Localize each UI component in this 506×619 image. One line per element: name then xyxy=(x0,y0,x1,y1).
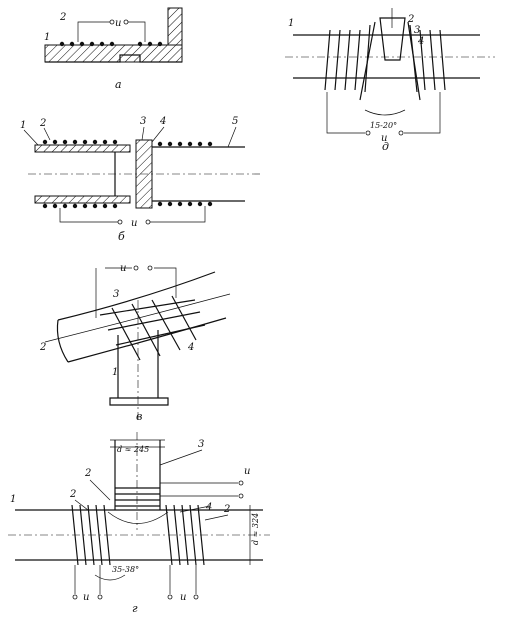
label-b-3: 3 xyxy=(140,116,146,127)
caption-g: г xyxy=(132,602,138,615)
coil-g-left xyxy=(71,504,111,566)
coil-b xyxy=(42,139,213,209)
angle-label-d: 15-20° xyxy=(370,121,397,130)
label-g-2b: 2 xyxy=(69,489,76,500)
voltage-label-a: u xyxy=(115,18,121,29)
caption-v: в xyxy=(136,410,142,423)
label-b-2: 2 xyxy=(39,118,46,129)
diagram-a: u 1 2 а xyxy=(44,7,183,91)
coil-d xyxy=(324,21,446,101)
diagram-b: u 1 2 3 4 5 б xyxy=(20,116,262,243)
label-g-3: 3 xyxy=(198,439,204,450)
voltage-label-g-right: u xyxy=(180,592,186,603)
label-d-2: 2 xyxy=(407,14,414,25)
label-g-2c: 2 xyxy=(223,504,230,515)
label-b-5: 5 xyxy=(232,116,238,127)
label-v-4: 4 xyxy=(187,342,194,353)
caption-b: б xyxy=(118,230,125,243)
label-g-1: 1 xyxy=(10,494,16,505)
angle-label-g: 35-38° xyxy=(112,565,139,574)
label-v-1: 1 xyxy=(112,367,118,378)
voltage-label-b: u xyxy=(131,218,137,229)
diagram-g: d ≈ 245 d ≈ 324 35-38° u u u 1 2 2 2 3 4… xyxy=(8,432,270,615)
caption-a: а xyxy=(115,78,122,91)
coil-g-branch xyxy=(115,487,160,507)
diagram-v: u 1 2 3 4 в xyxy=(39,263,231,423)
label-a-1: 1 xyxy=(44,32,50,43)
label-b-1: 1 xyxy=(20,120,26,131)
caption-d: д xyxy=(382,140,389,153)
label-g-4: 4 xyxy=(205,502,212,513)
coil-g-right xyxy=(165,504,205,566)
label-v-3: 3 xyxy=(113,289,119,300)
dim-top-g: d ≈ 245 xyxy=(117,445,149,454)
label-d-3: 3 xyxy=(414,25,420,36)
voltage-label-d: u xyxy=(381,133,387,144)
label-d-1: 1 xyxy=(288,18,294,29)
label-g-2a: 2 xyxy=(84,468,91,479)
coil-a xyxy=(59,41,163,47)
voltage-label-g-top: u xyxy=(244,466,250,477)
voltage-label-v: u xyxy=(120,263,126,274)
coil-v xyxy=(99,295,206,361)
label-a-2: 2 xyxy=(59,12,66,23)
label-b-4: 4 xyxy=(159,116,166,127)
label-v-2: 2 xyxy=(39,342,46,353)
dim-side-g: d ≈ 324 xyxy=(251,513,260,545)
diagram-d: 15-20° u 1 2 3 4 д xyxy=(285,8,495,153)
voltage-label-g-left: u xyxy=(83,592,89,603)
label-d-4: 4 xyxy=(417,36,424,47)
